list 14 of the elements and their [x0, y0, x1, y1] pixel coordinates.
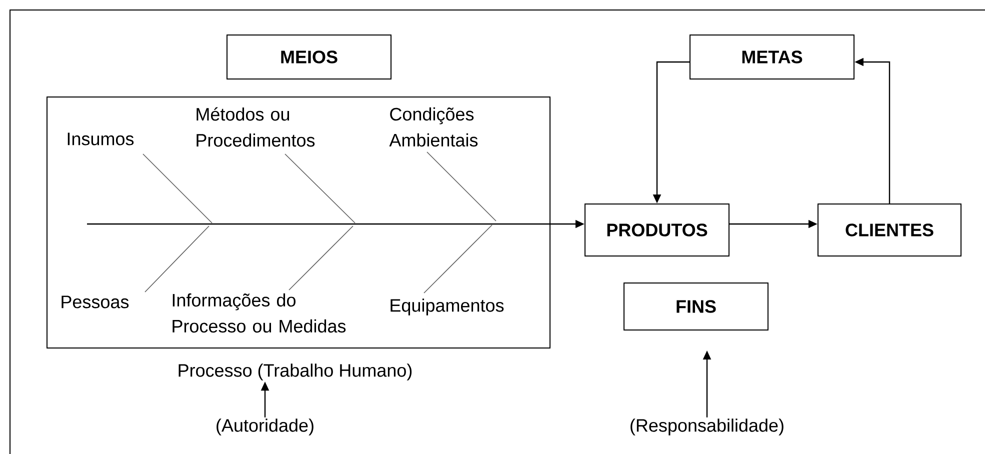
note-text: (Autoridade) [216, 418, 314, 436]
label-box: MEIOS [226, 34, 392, 80]
cause-label: Informações do Processo ou Medidas [172, 293, 346, 333]
cause-label: Pessoas [62, 296, 129, 308]
label-box: PRODUTOS [584, 204, 730, 256]
cause-label: Métodos ou Procedimentos [196, 107, 315, 147]
label-box: CLIENTES [818, 204, 962, 256]
cause-label: Condições Ambientais [389, 107, 478, 147]
label-box: FINS [624, 282, 768, 330]
cause-label: Equipamentos [390, 298, 504, 316]
cause-label: Insumos [68, 132, 134, 146]
label-box: METAS [690, 34, 854, 80]
note-text: (Responsabilidade) [630, 418, 784, 436]
process-caption: Processo (Trabalho Humano) [178, 364, 412, 380]
